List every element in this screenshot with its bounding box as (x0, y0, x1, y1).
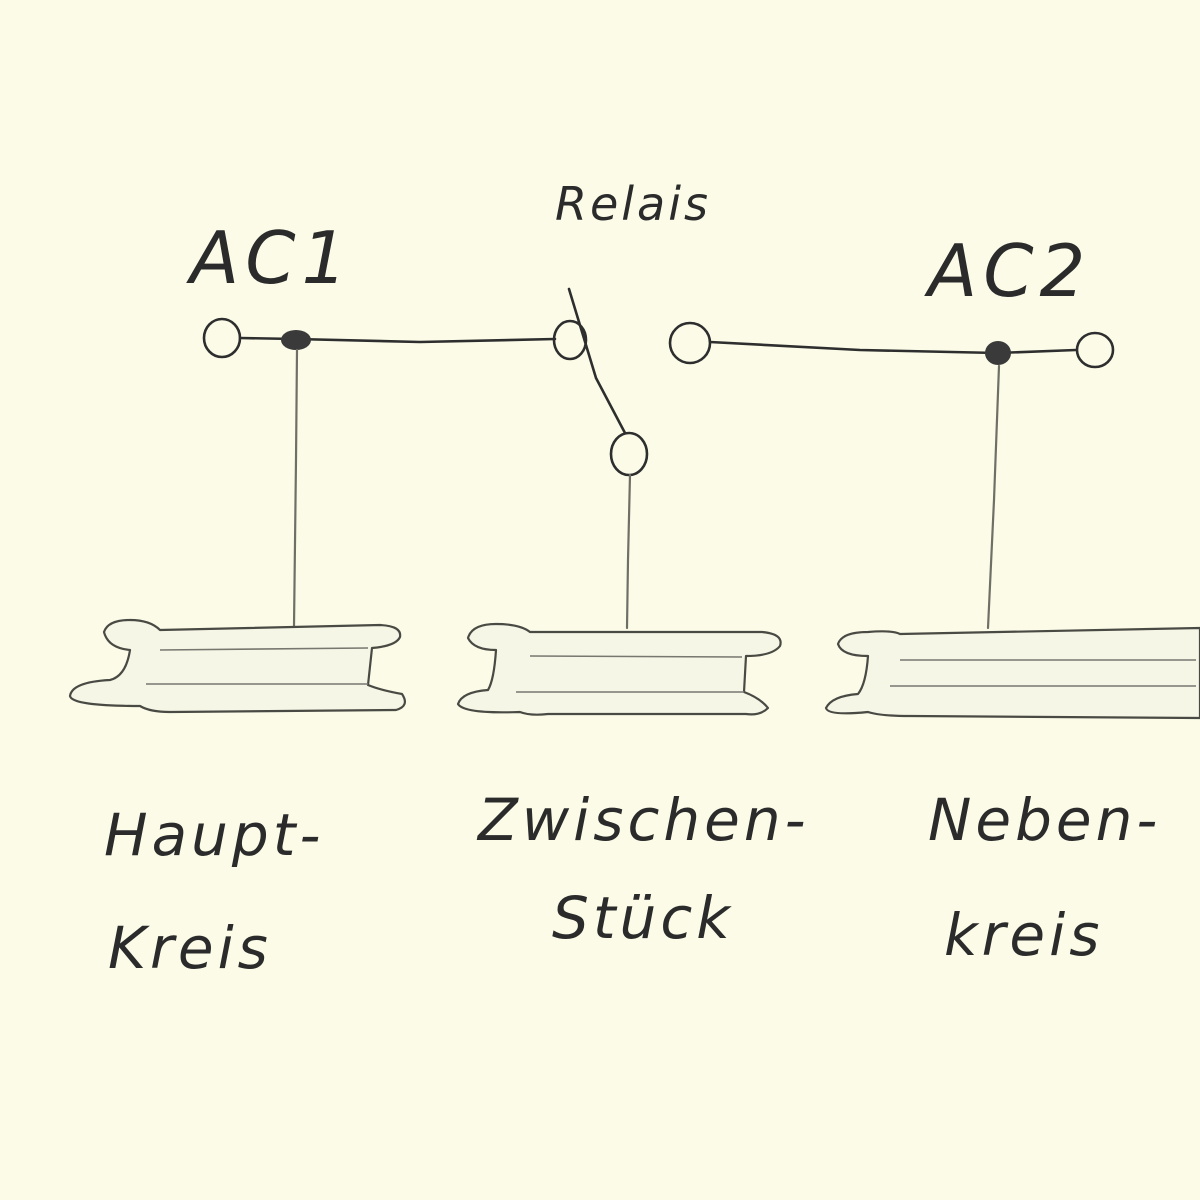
relay (552, 287, 649, 630)
section-main-line1: Haupt- (104, 801, 324, 869)
ac1-rail-feed (292, 348, 299, 628)
section-secondary-line2: kreis (944, 901, 1103, 969)
rail-intermediate-body (456, 622, 782, 716)
rail-intermediate-web-top (529, 655, 743, 658)
rail-secondary-circuit (824, 626, 1200, 720)
relay-contact-fixed (552, 319, 588, 361)
ac2-terminal-left (668, 321, 712, 365)
relay-contact-switched (609, 431, 649, 477)
section-main-line2: Kreis (108, 914, 272, 982)
ac2-label: AC2 (924, 229, 1091, 313)
ac1-wire (238, 336, 557, 344)
relay-label: Relais (555, 177, 711, 231)
ac1-label: AC1 (186, 216, 353, 300)
ac1-terminal (202, 317, 242, 359)
ac2-rail-feed (986, 364, 1001, 630)
rail-secondary-body (824, 626, 1200, 720)
relay-switch-arm (567, 287, 627, 435)
ac2-junction (985, 341, 1011, 365)
ac1-junction (281, 330, 311, 350)
rail-intermediate (456, 622, 782, 716)
rail-main-web-top (159, 647, 369, 651)
section-intermediate-line1: Zwischen- (476, 786, 810, 854)
ac2-bus (668, 321, 1115, 630)
ac2-wire (708, 340, 1078, 355)
rail-main-circuit (68, 618, 406, 714)
ac2-terminal-right (1075, 331, 1115, 369)
rail-main-body (68, 618, 406, 714)
section-intermediate-line2: Stück (552, 884, 734, 952)
relay-rail-feed (625, 473, 632, 630)
ac1-bus (202, 317, 557, 628)
section-secondary-line1: Neben- (928, 786, 1161, 854)
